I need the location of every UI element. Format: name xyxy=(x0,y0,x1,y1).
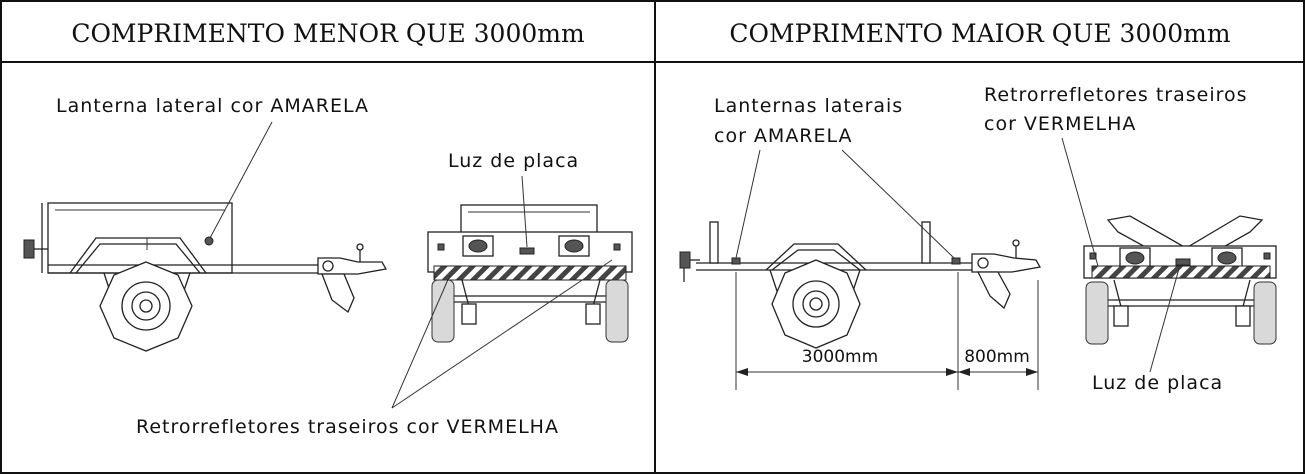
label-side-lamps-line2: cor AMARELA xyxy=(714,125,853,147)
label-plate-light-right: Luz de placa xyxy=(1092,372,1223,394)
left-rear-view-trailer xyxy=(427,204,633,343)
left-panel-title: COMPRIMENTO MENOR QUE 3000mm xyxy=(71,19,585,48)
label-reflectors-line2: cor VERMELHA xyxy=(984,113,1136,135)
left-leader-lines xyxy=(209,121,613,409)
label-side-lamps-line1: Lanternas laterais xyxy=(714,95,903,117)
label-reflectors-line1: Retrorrefletores traseiros xyxy=(984,84,1248,106)
left-side-view-trailer xyxy=(23,202,388,352)
right-rear-view-trailer xyxy=(1083,215,1277,345)
dimension-overhang: 800mm xyxy=(964,347,1030,367)
right-panel-title: COMPRIMENTO MAIOR QUE 3000mm xyxy=(729,19,1230,48)
label-reflectors: Retrorrefletores traseiros cor VERMELHA xyxy=(136,416,559,438)
dimension-lines xyxy=(735,272,1039,390)
right-leader-lines xyxy=(735,137,1181,373)
label-plate-light: Luz de placa xyxy=(448,150,579,172)
label-side-lamp: Lanterna lateral cor AMARELA xyxy=(56,95,369,117)
right-side-view-trailer xyxy=(679,221,1042,349)
dimension-length: 3000mm xyxy=(802,347,878,367)
